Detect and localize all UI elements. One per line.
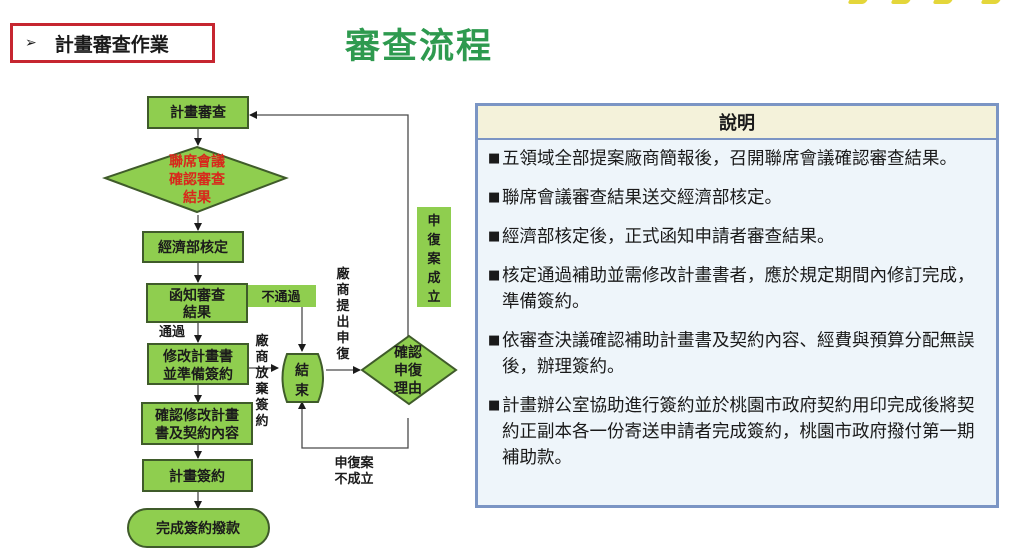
node-complete-payment [127, 508, 270, 548]
explanation-panel: 說明 ■ 五領域全部提案廠商簡報後，召開聯席會議確認審查結果。 ■ 聯席會議審查… [475, 103, 999, 508]
label-char: 商 [336, 282, 349, 298]
node-revise-plan-text: 並準備簽約 [163, 366, 233, 383]
section-tag: ➢ 計畫審查作業 [10, 23, 215, 63]
label-char: 立 [427, 289, 440, 305]
node-plan-review-text: 計畫審查 [170, 104, 227, 121]
appeal-valid-label-bg [417, 207, 451, 307]
node-confirm-revision-text: 確認修改計畫 [155, 407, 239, 424]
decoration-stroke [847, 0, 871, 4]
square-bullet-icon: ■ [488, 398, 501, 413]
node-end [281, 353, 324, 403]
label-char: 放 [254, 365, 269, 381]
list-item-text: 核定通過補助並需修改計畫書者，應於規定期間內修訂完成，準備簽約。 [502, 266, 975, 312]
list-item: ■ 核定通過補助並需修改計畫書者，應於規定期間內修訂完成，準備簽約。 [488, 263, 986, 315]
label-char: 商 [255, 349, 268, 365]
node-joint-meeting-text: 確認審查 [169, 171, 226, 188]
panel-body: ■ 五領域全部提案廠商簡報後，召開聯席會議確認審查結果。 ■ 聯席會議審查結果送… [478, 140, 996, 471]
list-item-text: 聯席會議審查結果送交經濟部核定。 [502, 188, 782, 208]
arrow-bullet-icon: ➢ [25, 35, 37, 51]
label-char: 復 [335, 346, 350, 362]
not-passed-label-bg [248, 285, 316, 307]
square-bullet-icon: ■ [488, 190, 501, 205]
list-item-text: 計畫辦公室協助進行簽約並於桃園市政府契約用印完成後將契約正副本各一份寄送申請者完… [502, 396, 975, 468]
label-char: 復 [426, 232, 441, 248]
node-confirm-appeal-text: 理由 [394, 380, 422, 397]
node-joint-meeting-text: 結果 [183, 189, 212, 206]
decoration-stroke [980, 0, 1004, 4]
label-char: 廠 [336, 266, 350, 282]
decoration-stroke [932, 0, 956, 4]
label-char: 提 [336, 298, 350, 314]
node-notify-result-text: 結果 [183, 304, 212, 321]
node-end-text: 結 [295, 362, 309, 379]
node-joint-meeting [101, 145, 289, 214]
node-complete-payment-text: 完成簽約撥款 [156, 520, 241, 537]
square-bullet-icon: ■ [488, 229, 501, 244]
page-title: 審查流程 [345, 27, 494, 67]
label-appeal-invalid: 申復案 [334, 455, 374, 471]
list-item-text: 經濟部核定後，正式函知申請者審查結果。 [502, 227, 835, 247]
square-bullet-icon: ■ [488, 333, 501, 348]
node-moea-approval-text: 經濟部核定 [158, 239, 228, 256]
list-item: ■ 依審查決議確認補助計畫書及契約內容、經費與預算分配無誤後，辦理簽約。 [488, 328, 986, 380]
connector [249, 111, 409, 336]
label-char: 申 [336, 330, 349, 346]
list-item-text: 依審查決議確認補助計畫書及契約內容、經費與預算分配無誤後，辦理簽約。 [502, 331, 975, 377]
list-item: ■ 經濟部核定後，正式函知申請者審查結果。 [488, 224, 986, 250]
label-vendor-abandon: 廠 商 放 棄 簽 約 [254, 333, 269, 429]
list-item: ■ 計畫辦公室協助進行簽約並於桃園市政府契約用印完成後將契約正副本各一份寄送申請… [488, 393, 986, 471]
label-char: 約 [255, 413, 268, 429]
node-confirm-appeal [360, 334, 458, 406]
connector [245, 302, 306, 352]
connector [298, 401, 409, 449]
label-char: 簽 [255, 397, 269, 413]
node-revise-plan-text: 修改計畫書 [162, 348, 233, 365]
square-bullet-icon: ■ [488, 268, 501, 283]
node-plan-review [147, 96, 249, 129]
node-confirm-revision [141, 402, 253, 445]
list-item: ■ 聯席會議審查結果送交經濟部核定。 [488, 185, 986, 211]
node-notify-result-text: 函知審查 [169, 287, 226, 304]
node-notify-result [146, 283, 248, 323]
label-char: 案 [426, 251, 441, 267]
square-bullet-icon: ■ [488, 151, 501, 166]
node-revise-plan [147, 343, 249, 385]
decoration-stroke [890, 0, 914, 4]
label-char: 出 [336, 314, 349, 330]
label-char: 申 [427, 213, 440, 229]
node-confirm-appeal-text: 確認 [394, 344, 422, 361]
label-char: 成 [427, 270, 440, 286]
section-label: 計畫審查作業 [54, 33, 169, 56]
node-end-text: 束 [295, 382, 310, 399]
label-passed: 通過 [159, 324, 186, 340]
node-confirm-appeal-text: 申復 [394, 362, 423, 379]
list-item: ■ 五領域全部提案廠商簡報後，召開聯席會議確認審查結果。 [488, 146, 986, 172]
label-not-passed: 不通過 [261, 289, 301, 305]
node-joint-meeting-text: 聯席會議 [169, 153, 225, 170]
list-item-text: 五領域全部提案廠商簡報後，召開聯席會議確認審查結果。 [502, 149, 957, 169]
label-char: 廠 [255, 333, 269, 349]
label-char: 棄 [254, 381, 269, 397]
panel-title: 說明 [478, 106, 996, 140]
label-appeal-invalid: 不成立 [334, 471, 373, 487]
node-plan-signing [142, 459, 253, 492]
flowchart: 計畫審查 聯席會議 確認審查 結果 經濟部核定 函知審查 結果 修改計畫書 並準… [101, 96, 458, 548]
node-confirm-revision-text: 書及契約內容 [155, 425, 239, 442]
label-vendor-appeal: 廠 商 提 出 申 復 [335, 266, 350, 362]
node-plan-signing-text: 計畫簽約 [169, 468, 225, 485]
node-moea-approval [142, 231, 244, 263]
label-appeal-valid: 申 復 案 成 立 [426, 213, 441, 305]
